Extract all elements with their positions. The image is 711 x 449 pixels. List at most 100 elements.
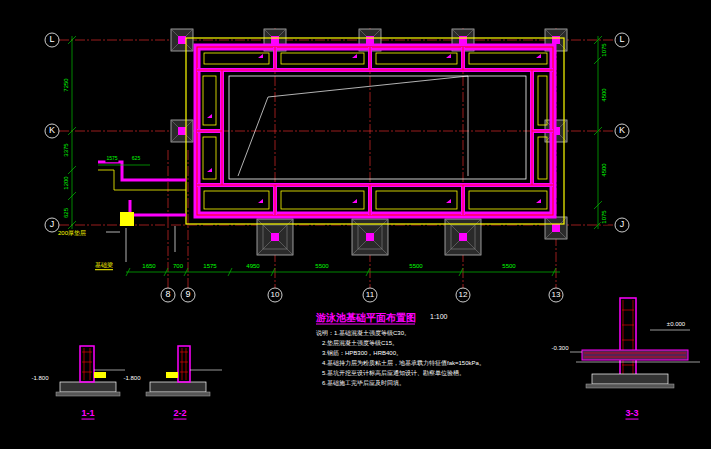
drawing-label: K xyxy=(619,126,625,136)
ground-line xyxy=(94,370,125,371)
rebar xyxy=(82,348,92,380)
drawing-label: 4.基础持力层为粉质粘土层，地基承载力特征值fak=150kPa。 xyxy=(322,360,485,367)
axis-line xyxy=(59,40,615,41)
axis-bubble xyxy=(268,288,282,302)
wall-section xyxy=(178,346,190,382)
axis-bubbles xyxy=(45,33,629,302)
column xyxy=(120,212,134,226)
wall-section xyxy=(80,346,94,382)
drawing-label: 625 xyxy=(131,156,141,162)
drawing-label: J xyxy=(620,220,625,230)
rebar-mark xyxy=(207,54,541,203)
slab-panel xyxy=(204,53,269,64)
footing-section xyxy=(150,382,206,392)
drawing-label: 13 xyxy=(552,291,561,300)
drawing-label: 2-2 xyxy=(173,409,186,420)
pool-slope-line xyxy=(238,76,468,176)
rebar xyxy=(622,300,634,376)
drawing-label: ±0.000 xyxy=(667,321,685,328)
rebar xyxy=(180,348,188,380)
beam-section xyxy=(94,372,106,378)
blinding xyxy=(586,384,674,388)
leader-line xyxy=(126,228,127,262)
footing-section xyxy=(592,374,668,384)
leader-line xyxy=(175,226,176,252)
axis-bubble xyxy=(161,288,175,302)
ground-beam xyxy=(197,47,553,215)
axis-bubble xyxy=(615,218,629,232)
drawing-label: 3-3 xyxy=(625,409,638,420)
drawing-label: 5500 xyxy=(501,263,516,270)
ground-beam xyxy=(98,162,186,180)
beam-edge xyxy=(98,170,186,190)
section-2-2 xyxy=(146,346,222,396)
drawing-label: 1075 xyxy=(601,209,608,224)
axis-bubble xyxy=(549,288,563,302)
axis-bubble xyxy=(456,288,470,302)
dimension-tick xyxy=(68,36,76,229)
drawing-label: 9 xyxy=(185,290,190,300)
leader-line xyxy=(106,232,120,233)
drawing-label: 5500 xyxy=(314,263,329,270)
rebar xyxy=(584,353,686,357)
axis-line xyxy=(168,150,169,288)
axis-lines xyxy=(59,28,615,288)
axis-bubble xyxy=(45,124,59,138)
wall-section xyxy=(620,298,636,378)
drawing-label: 4500 xyxy=(601,87,608,102)
drawing-label: 1:100 xyxy=(430,313,448,321)
ground-beam xyxy=(197,47,553,215)
title-underline xyxy=(316,324,415,325)
dimension-tick xyxy=(594,36,602,229)
drawing-label: 1650 xyxy=(141,263,156,270)
section-1-1 xyxy=(56,346,125,396)
slab-panel xyxy=(538,76,547,125)
slab-panel xyxy=(376,191,457,209)
slab-panel xyxy=(281,53,364,64)
slab-panel xyxy=(376,53,457,64)
drawing-label: K xyxy=(49,126,55,136)
axis-bubble xyxy=(363,288,377,302)
drawing-label: 4500 xyxy=(601,162,608,177)
axis-bubble xyxy=(45,33,59,47)
beam-edge xyxy=(186,38,564,224)
footing-section xyxy=(60,382,116,392)
drawing-label: 6.基础施工完毕后应及时回填。 xyxy=(322,380,405,387)
drawing-label: 1-1 xyxy=(81,409,94,420)
drawing-label: -0.300 xyxy=(551,345,568,352)
footing xyxy=(171,29,193,51)
blinding xyxy=(56,392,120,396)
ground-beam xyxy=(130,200,186,215)
drawing-label: 5.基坑开挖至设计标高后应通知设计、勘察单位验槽。 xyxy=(322,370,465,377)
dimension-lines xyxy=(68,36,602,276)
drawing-label: 3375 xyxy=(63,142,70,157)
axis-line xyxy=(59,225,615,226)
axis-bubble xyxy=(615,33,629,47)
section-3-3 xyxy=(570,298,700,388)
drawing-label: 11 xyxy=(366,291,374,300)
beam-section xyxy=(166,372,178,378)
blinding xyxy=(146,392,210,396)
ground-line xyxy=(576,362,700,363)
drawing-label: 说明：1.基础混凝土强度等级C30。 xyxy=(316,330,410,337)
beam-centerline xyxy=(197,47,553,215)
axis-line xyxy=(188,150,189,288)
slab-panel xyxy=(469,191,547,209)
footing xyxy=(171,120,193,142)
drawing-label: J xyxy=(50,220,55,230)
drawing-label: L xyxy=(49,35,54,45)
level-line xyxy=(570,352,582,353)
rebar-marks xyxy=(207,54,541,203)
slab-panel xyxy=(281,191,364,209)
dimension-tick xyxy=(126,268,556,276)
drawing-label: 200厚垫层 xyxy=(58,230,86,237)
axis-bubble xyxy=(181,288,195,302)
drawing-label: 5500 xyxy=(408,263,423,270)
drawing-label: 625 xyxy=(63,207,70,219)
slab-panel xyxy=(203,137,216,179)
drawing-label: 700 xyxy=(172,263,184,270)
drawing-label: 2.垫层混凝土强度等级C15。 xyxy=(322,340,398,347)
drawing-label: 7250 xyxy=(63,77,70,92)
drawing-label: 1575 xyxy=(105,156,118,162)
